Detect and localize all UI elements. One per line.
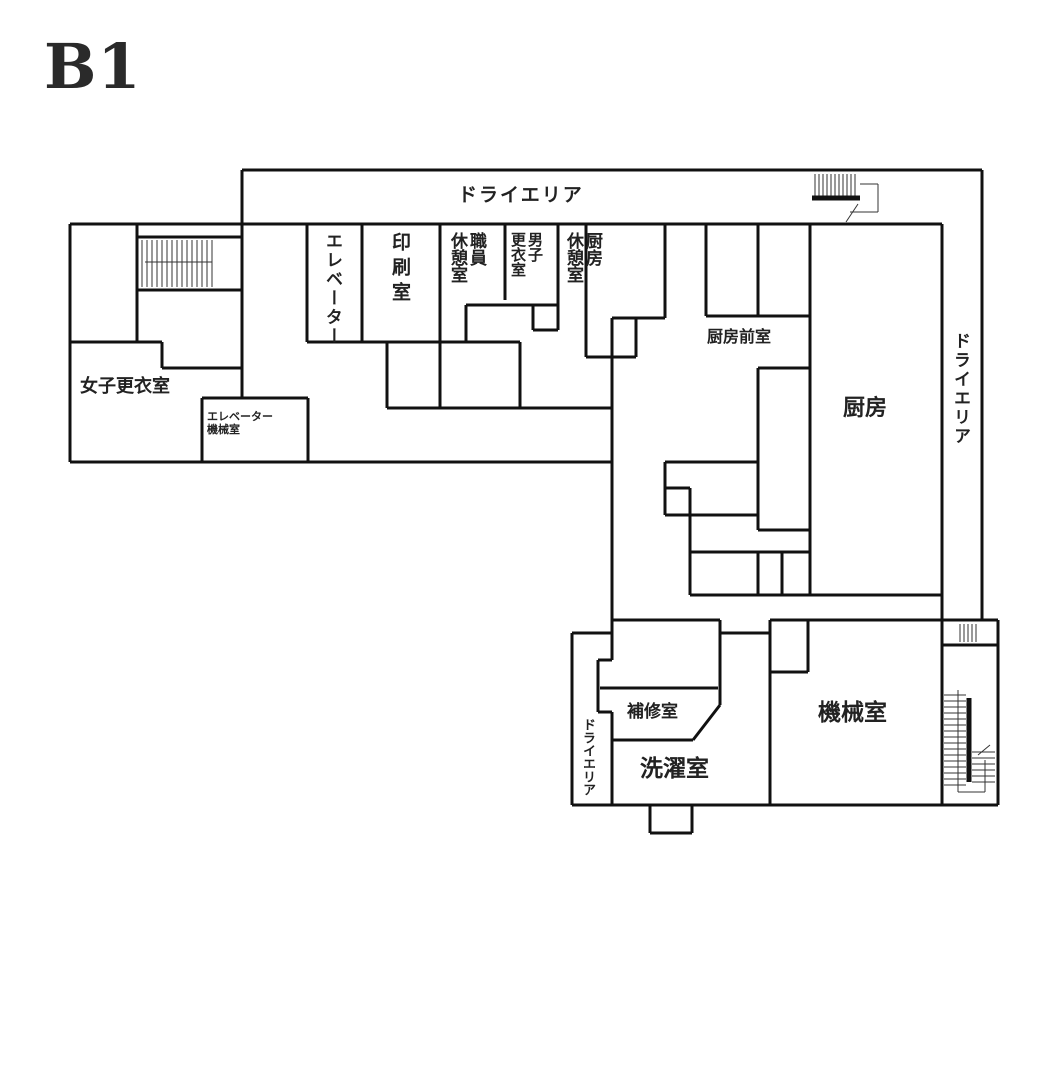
printing-room-label: 印刷室 bbox=[389, 232, 411, 307]
elevator-machine-room-label-line: エレベーター bbox=[207, 410, 273, 423]
laundry-room-label: 洗濯室 bbox=[640, 756, 709, 782]
kitchen-lounge-label-line: 厨房 bbox=[582, 232, 602, 266]
floor-title: B1 bbox=[44, 30, 142, 103]
elevator-machine-room-label: エレベーター 機械室 bbox=[207, 410, 273, 436]
wall bbox=[691, 704, 722, 741]
kitchen-lounge-label-line: 休憩室 bbox=[563, 232, 583, 283]
mens-locker-label-line: 更衣室 bbox=[509, 232, 527, 277]
dry-area-bottom-label: ドライエリア bbox=[580, 718, 595, 796]
womens-locker-label: 女子更衣室 bbox=[80, 376, 170, 397]
elevator-machine-room-label-line: 機械室 bbox=[207, 423, 240, 437]
staircase-small bbox=[959, 624, 977, 642]
elevator-label: エレベーター bbox=[322, 232, 342, 346]
mens-locker-label: 男子 更衣室 bbox=[509, 232, 544, 277]
kitchen-label: 厨房 bbox=[843, 396, 888, 421]
kitchen-lounge-label: 厨房 休憩室 bbox=[563, 232, 602, 283]
dry-area-top-label: ドライエリア bbox=[458, 184, 584, 206]
machine-room-label: 機械室 bbox=[818, 700, 887, 726]
dry-area-right-label: ドライエリア bbox=[950, 332, 970, 446]
mens-locker-label-line: 男子 bbox=[526, 232, 544, 262]
staircase-left bbox=[141, 240, 213, 287]
repair-room-label: 補修室 bbox=[627, 702, 678, 722]
staff-lounge-label-line: 休憩室 bbox=[447, 232, 467, 283]
staff-lounge-label-line: 職員 bbox=[466, 232, 486, 266]
staff-lounge-label: 職員 休憩室 bbox=[447, 232, 486, 283]
staircase-top bbox=[812, 174, 879, 223]
staircase-right bbox=[944, 690, 995, 793]
kitchen-anteroom-label: 厨房前室 bbox=[707, 327, 772, 346]
